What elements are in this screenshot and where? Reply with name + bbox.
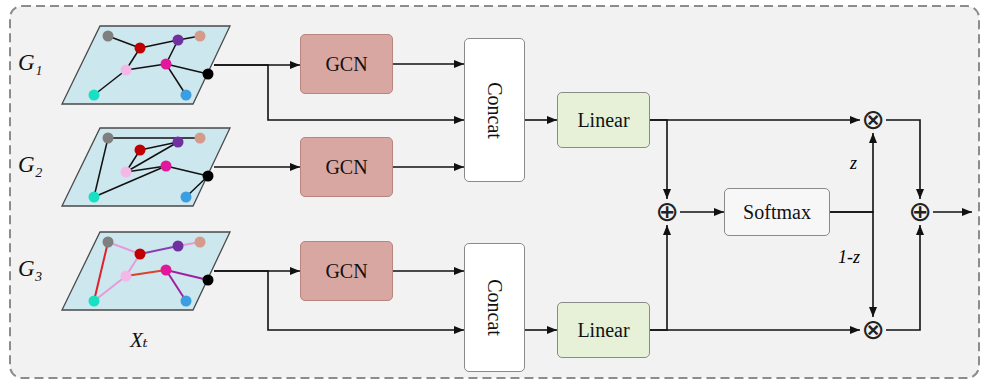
add-operator: ⊕ — [907, 199, 933, 225]
box-label: GCN — [325, 260, 367, 283]
connector-arrow — [830, 212, 873, 317]
graph-illustration — [18, 228, 232, 314]
connector-arrow — [650, 120, 667, 199]
operator-symbol: ⊗ — [861, 107, 884, 133]
graph-vertex — [203, 275, 214, 286]
graph-edge — [94, 166, 166, 197]
graph-plane — [62, 128, 230, 206]
graph-vertex — [103, 31, 114, 42]
graph-plane — [62, 26, 230, 104]
operator-symbol: ⊕ — [908, 199, 931, 225]
connector-arrow — [886, 225, 920, 330]
edge-label: 1-z — [836, 248, 862, 268]
graph-vertex — [173, 241, 184, 252]
graph-vertex — [103, 133, 114, 144]
connector-arrow — [680, 211, 724, 213]
operator-symbol: ⊕ — [655, 199, 678, 225]
connector-arrow — [830, 133, 873, 212]
connector-arrow — [525, 119, 557, 121]
graph-plane — [62, 232, 230, 310]
gcn-box: GCN — [300, 34, 393, 94]
graph-edge — [140, 40, 178, 48]
add-operator: ⊕ — [654, 199, 680, 225]
box-label: Linear — [577, 319, 629, 342]
graph-vertex — [181, 296, 192, 307]
graph-vertex — [181, 90, 192, 101]
connector-arrow — [650, 119, 860, 121]
graph-vertex — [89, 90, 100, 101]
graph-vertex — [135, 43, 146, 54]
multiply-operator: ⊗ — [860, 317, 886, 343]
box-label: Concat — [483, 82, 506, 139]
graph-edge — [126, 142, 178, 172]
graph-edge — [126, 270, 166, 276]
graph-panel: G₁ — [18, 22, 214, 108]
graph-vertex — [161, 59, 172, 70]
connector-arrow — [393, 166, 464, 168]
connector-arrow — [650, 329, 860, 331]
graph-vertex — [181, 192, 192, 203]
multiply-operator: ⊗ — [860, 107, 886, 133]
connector-arrow — [393, 63, 464, 65]
linear-box: Linear — [557, 302, 650, 358]
graph-edge — [140, 246, 178, 254]
graph-vertex — [195, 31, 206, 42]
graph-illustration — [18, 124, 232, 210]
linear-box: Linear — [557, 92, 650, 148]
graph-vertex — [89, 296, 100, 307]
graph-vertex — [203, 69, 214, 80]
graph-vertex — [135, 249, 146, 260]
dashed-border — [10, 6, 979, 378]
graph-edge — [140, 142, 178, 150]
input-label: Xₜ — [130, 328, 214, 352]
graph-vertex — [121, 271, 132, 282]
graph-edge — [166, 270, 186, 301]
output-arrow — [933, 211, 972, 213]
graph-label: G₁ — [18, 50, 214, 76]
graph-vertex — [203, 171, 214, 182]
graph-vertex — [161, 265, 172, 276]
gcn-box: GCN — [300, 241, 393, 301]
graph-label: G₂ — [18, 152, 214, 178]
graph-vertex — [103, 237, 114, 248]
operator-symbol: ⊗ — [861, 317, 884, 343]
graph-edge — [166, 64, 186, 95]
connector-arrow — [650, 225, 667, 330]
graph-edge — [108, 137, 200, 139]
box-label: Linear — [577, 109, 629, 132]
concat-box: Concat — [464, 38, 525, 182]
graph-vertex — [135, 145, 146, 156]
box-label: GCN — [325, 156, 367, 179]
graph-vertex — [195, 133, 206, 144]
graph-label: G₃ — [18, 256, 214, 282]
graph-vertex — [173, 35, 184, 46]
gcn-box: GCN — [300, 137, 393, 197]
graph-edge — [94, 276, 126, 301]
graph-edge — [94, 70, 126, 95]
graph-vertex — [89, 192, 100, 203]
connector-arrow — [393, 270, 464, 272]
edge-label: z — [848, 154, 859, 174]
graph-panel: G₃ Xₜ — [18, 228, 214, 358]
connector-arrow — [214, 166, 300, 168]
box-label: Concat — [483, 279, 506, 336]
box-label: Softmax — [743, 201, 811, 224]
connector-arrow — [525, 329, 557, 331]
concat-box: Concat — [464, 243, 525, 372]
graph-vertex — [161, 161, 172, 172]
graph-panel: G₂ — [18, 124, 214, 210]
graph-edge — [94, 138, 108, 197]
graph-edge — [126, 64, 166, 70]
graph-vertex — [121, 167, 132, 178]
graph-vertex — [195, 237, 206, 248]
connector-arrow — [886, 120, 920, 199]
graph-vertex — [121, 65, 132, 76]
graph-vertex — [173, 137, 184, 148]
softmax-box: Softmax — [724, 188, 830, 236]
box-label: GCN — [325, 53, 367, 76]
graph-edge — [166, 166, 208, 176]
graph-illustration — [18, 22, 232, 108]
